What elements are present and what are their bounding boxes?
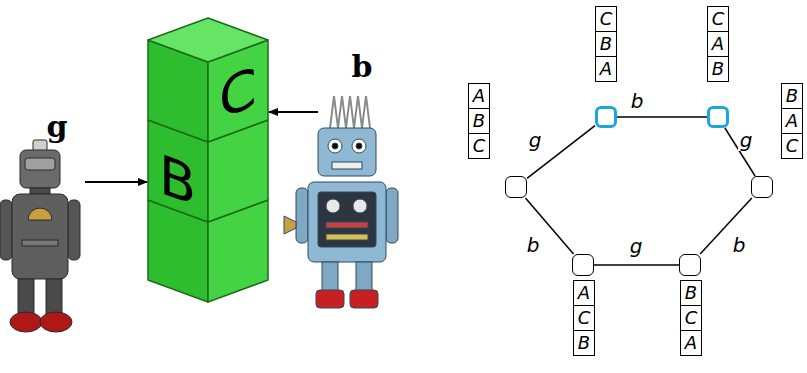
stack-letter-box: C bbox=[595, 6, 617, 32]
edge-label: g bbox=[738, 129, 755, 151]
stack-letter-box: B bbox=[680, 280, 702, 306]
stack-letter-box: A bbox=[573, 280, 595, 306]
block-letter: B bbox=[159, 142, 196, 218]
blue-robot bbox=[284, 96, 398, 308]
push-arrow bbox=[85, 181, 147, 183]
stack-letter-box: C bbox=[468, 133, 490, 159]
transition-edge bbox=[617, 116, 707, 118]
stack-letter-box: C bbox=[781, 133, 803, 159]
edge-label: b bbox=[525, 234, 542, 256]
push-arrow bbox=[269, 111, 318, 113]
robot-name: g bbox=[47, 109, 68, 144]
transition-edge bbox=[594, 264, 679, 266]
stack-letter-box: B bbox=[468, 108, 490, 134]
state-node-highlighted: CAB bbox=[707, 106, 729, 128]
robot-name: b bbox=[352, 49, 373, 84]
edge-label: b bbox=[731, 234, 748, 256]
transition-edge bbox=[725, 128, 755, 176]
stack-letter-box: B bbox=[573, 330, 595, 356]
state-node: BAC bbox=[751, 176, 773, 198]
edge-label: g bbox=[527, 129, 544, 151]
edge-label: b bbox=[629, 90, 646, 112]
state-node: BCA bbox=[679, 254, 701, 276]
block-letter: C bbox=[219, 55, 257, 132]
stack-letter-box: B bbox=[595, 31, 617, 57]
stack-letter-box: C bbox=[707, 6, 729, 32]
stack-letter-box: A bbox=[707, 31, 729, 57]
stack-letter-box: C bbox=[680, 305, 702, 331]
edge-label: g bbox=[628, 235, 645, 257]
stack-letter-box: B bbox=[781, 83, 803, 109]
stack-letter-box: B bbox=[707, 56, 729, 82]
stack-letter-box: A bbox=[781, 108, 803, 134]
state-node: ABC bbox=[505, 176, 527, 198]
grey-robot bbox=[0, 140, 80, 332]
stack-letter-box: A bbox=[468, 83, 490, 109]
block-stack bbox=[148, 18, 268, 302]
stack-letter-box: C bbox=[573, 305, 595, 331]
stack-letter-box: A bbox=[595, 56, 617, 82]
stack-letter-box: A bbox=[680, 330, 702, 356]
state-node-highlighted: CBA bbox=[595, 106, 617, 128]
state-node: ACB bbox=[572, 254, 594, 276]
transition-edge bbox=[527, 126, 595, 179]
